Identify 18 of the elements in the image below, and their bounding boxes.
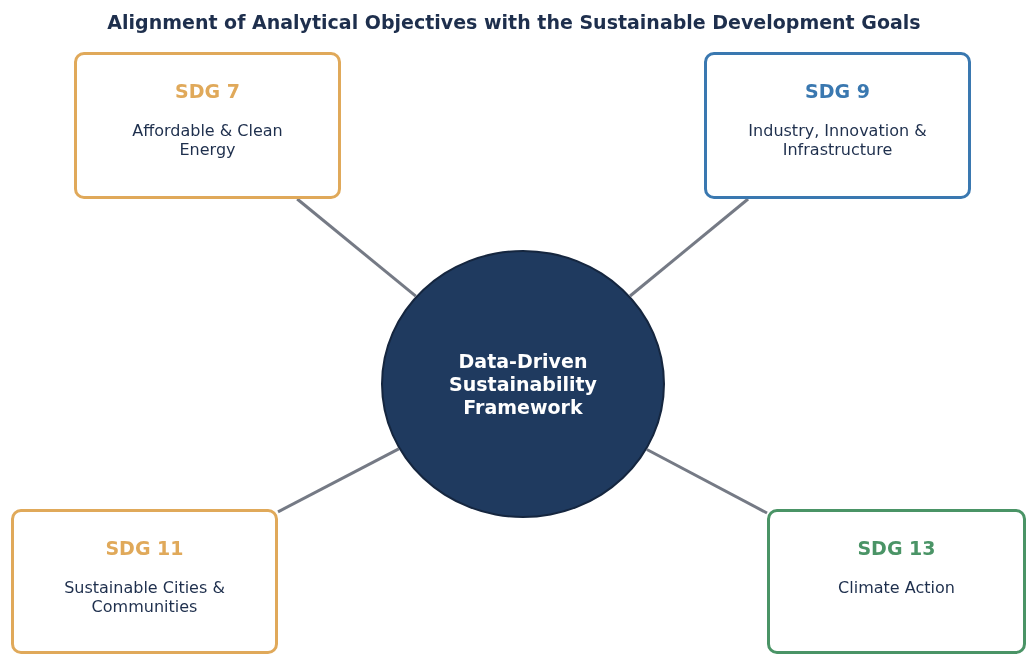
diagram-title: Alignment of Analytical Objectives with the Sustainable Development Goals: [106, 10, 922, 35]
framework-label: Data-Driven Sustainability Framework: [448, 349, 598, 419]
goal-description: Industry, Innovation & Infrastructure: [747, 121, 928, 159]
goal-card: [767, 509, 1026, 654]
connector-line: [277, 447, 400, 514]
goal-card: [11, 509, 278, 654]
goal-card: [74, 52, 341, 199]
goal-heading: SDG 7: [175, 79, 240, 103]
goal-description: Sustainable Cities & Communities: [63, 578, 226, 616]
connector-line: [646, 448, 768, 515]
connector-line: [629, 197, 750, 298]
goal-description: Affordable & Clean Energy: [131, 121, 284, 159]
goal-heading: SDG 9: [805, 79, 870, 103]
goal-heading: SDG 13: [857, 536, 936, 560]
goal-card: [704, 52, 971, 199]
goal-heading: SDG 11: [105, 536, 184, 560]
connector-line: [296, 197, 417, 298]
goal-description: Climate Action: [837, 578, 956, 597]
